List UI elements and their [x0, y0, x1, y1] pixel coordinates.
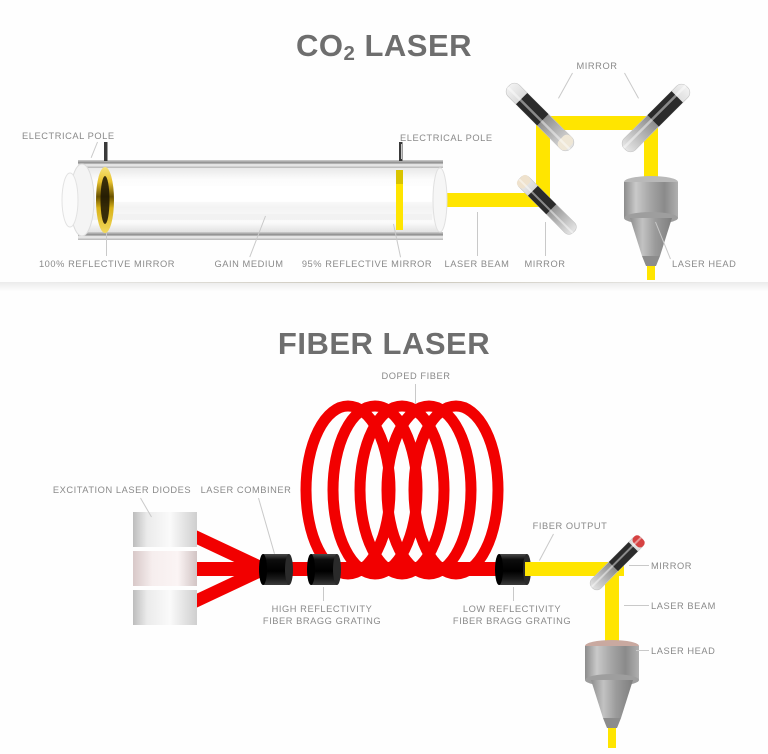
co2-title-main: CO [295, 28, 344, 63]
mirror-top-right [621, 83, 691, 153]
co2-discharge-tube [61, 142, 448, 240]
diode-box-1 [133, 512, 197, 547]
leader-fiber-laser-beam [624, 605, 649, 606]
label-hr-grating-line1: HIGH REFLECTIVITY [271, 604, 373, 614]
label-lr-grating-line2: FIBER BRAGG GRATING [452, 616, 572, 626]
fiber-components [259, 554, 531, 585]
label-mirror-bottom: MIRROR [524, 259, 566, 269]
leader-mirror-bottom [545, 222, 546, 256]
label-fiber-output: FIBER OUTPUT [532, 521, 608, 531]
high-reflectivity-fiber-bragg-grating [307, 554, 341, 585]
panel-divider [0, 282, 768, 292]
label-excitation-diodes: EXCITATION LASER DIODES [52, 485, 192, 495]
co2-laser-artwork [61, 82, 691, 280]
leader-mirror-100 [106, 233, 107, 256]
diode-box-3 [133, 590, 197, 625]
pump-beams [196, 530, 266, 608]
label-electrical-pole-right: ELECTRICAL POLE [400, 133, 493, 143]
label-gain-medium: GAIN MEDIUM [214, 259, 284, 269]
mirror-lower-left [516, 174, 577, 235]
label-laser-beam: LASER BEAM [444, 259, 510, 269]
fiber-laser-head [585, 640, 639, 728]
label-mirror-top: MIRROR [576, 61, 618, 71]
electrode-right [399, 142, 403, 161]
leader-fiber-mirror [629, 565, 649, 566]
label-hr-grating-line2: FIBER BRAGG GRATING [262, 616, 382, 626]
label-laser-head: LASER HEAD [672, 259, 737, 269]
leader-doped-fiber [415, 384, 416, 404]
electrode-left [104, 142, 108, 161]
leader-lr-grating [513, 587, 514, 601]
leader-hr-grating [323, 587, 324, 601]
leader-electrical-pole-right [401, 144, 402, 159]
label-laser-combiner: LASER COMBINER [200, 485, 292, 495]
mirror-95-reflective [396, 170, 403, 230]
co2-title-tail: LASER [355, 28, 473, 63]
doped-fiber-coil [300, 400, 504, 580]
label-mirror-95: 95% REFLECTIVE MIRROR [301, 259, 433, 269]
fiber-panel-title: FIBER LASER [277, 326, 491, 361]
label-electrical-pole-left: ELECTRICAL POLE [22, 131, 115, 141]
diode-box-2 [133, 551, 197, 586]
leader-fiber-laser-head [636, 650, 649, 651]
fiber-laser-panel: FIBER LASER [0, 300, 768, 754]
co2-panel-title: CO2 LASER [0, 28, 768, 65]
label-fiber-laser-head: LASER HEAD [651, 646, 716, 656]
fiber-mirror [589, 535, 645, 591]
laser-combiner [259, 554, 293, 585]
mirror-top-left [505, 82, 575, 152]
leader-laser-beam [477, 212, 478, 256]
label-fiber-laser-beam: LASER BEAM [651, 601, 716, 611]
label-fiber-mirror: MIRROR [651, 561, 693, 571]
label-doped-fiber: DOPED FIBER [381, 371, 451, 381]
fiber-laser-artwork [133, 400, 645, 748]
excitation-laser-diodes [133, 512, 197, 625]
co2-laser-panel: CO2 LASER [0, 0, 768, 300]
co2-title-subscript: 2 [343, 42, 356, 65]
co2-laser-head [624, 176, 678, 266]
label-mirror-100: 100% REFLECTIVE MIRROR [38, 259, 176, 269]
label-lr-grating-line1: LOW REFLECTIVITY [462, 604, 562, 614]
